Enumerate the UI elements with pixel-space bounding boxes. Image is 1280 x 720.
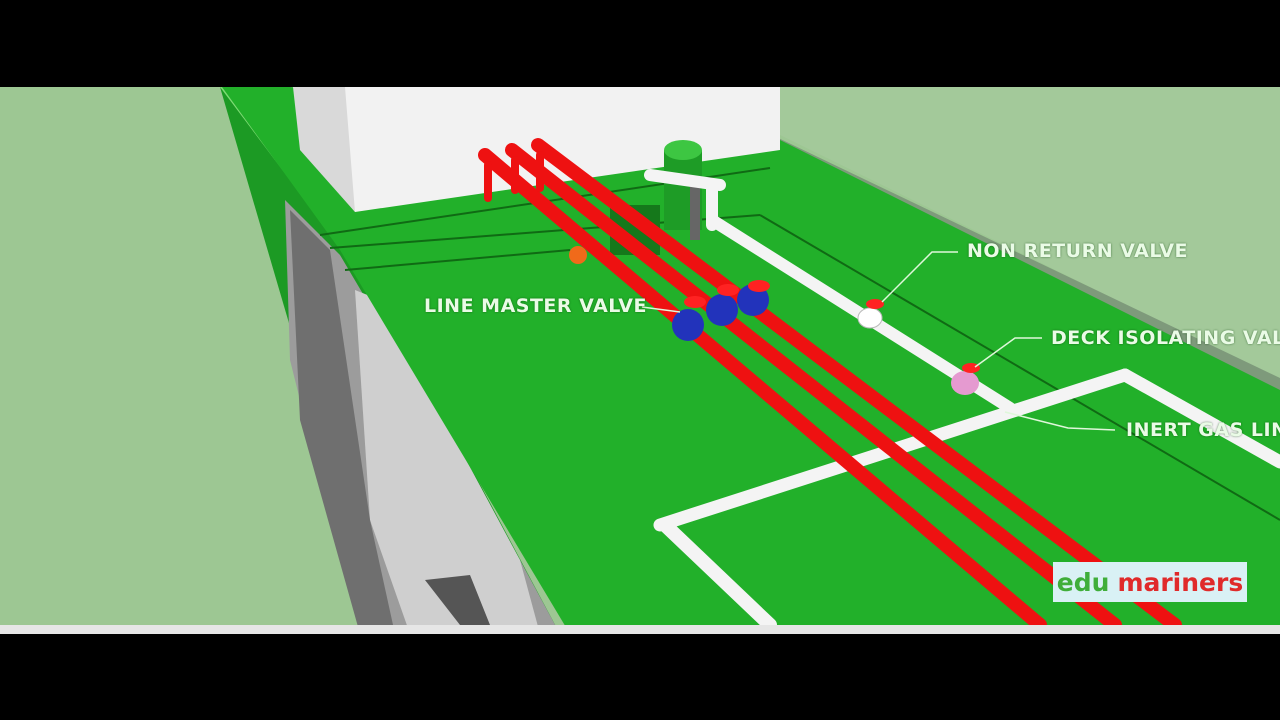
vent-tower-top — [664, 140, 702, 160]
tank-grating — [355, 290, 540, 634]
non-return-valve — [857, 299, 884, 329]
label-line-master-valve: LINE MASTER VALVE — [424, 295, 647, 317]
vent-post — [690, 185, 700, 240]
tank-dark-panel — [290, 210, 395, 634]
deck-isolating-valve — [951, 363, 980, 395]
leader-inert-gas — [1004, 411, 1116, 431]
bottom-strip — [0, 625, 1280, 634]
background-right — [780, 87, 1280, 380]
valve-icon — [737, 284, 769, 316]
logo-text-part1: edu — [1056, 567, 1110, 597]
accommodation-shadow — [293, 87, 355, 212]
leader-non-return — [881, 251, 958, 303]
letterbox-bottom — [0, 634, 1280, 720]
deck-line-4 — [344, 249, 571, 271]
valve-icon — [569, 246, 587, 264]
leader-deck-isolating — [974, 337, 1042, 368]
label-non-return-valve: NON RETURN VALVE — [967, 240, 1189, 262]
label-deck-isolating-valve: DECK ISOLATING VAL — [1051, 327, 1280, 349]
valve-icon — [706, 294, 738, 326]
tank-dark-box — [425, 575, 490, 625]
line-master-valves — [672, 280, 770, 341]
letterbox-top — [0, 0, 1280, 87]
deck-line-3 — [759, 214, 1280, 521]
logo-text-part2: mariners — [1117, 567, 1244, 597]
cargo-pipes — [478, 138, 1182, 632]
valve-icon — [672, 309, 704, 341]
leader-line-master — [641, 306, 681, 313]
label-inert-gas-line: INERT GAS LIN — [1126, 419, 1280, 441]
